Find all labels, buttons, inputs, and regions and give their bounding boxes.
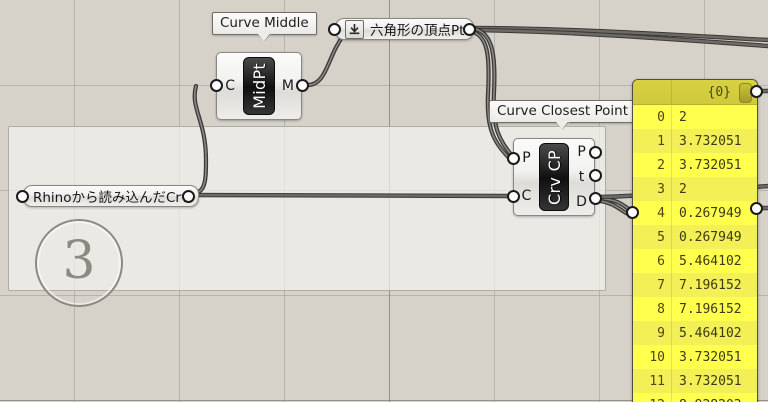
param-hexagon-vertex-pt[interactable]: 六角形の頂点Pt	[335, 18, 475, 40]
data-panel-row-index: 6	[657, 253, 665, 269]
param-hexagon-output-port[interactable]	[463, 23, 476, 36]
data-panel-row-index: 3	[657, 181, 665, 197]
callout-curve-middle-label: Curve Middle	[220, 15, 309, 31]
group-number-badge: 3	[35, 219, 123, 307]
component-crv-cp-port-C-in[interactable]	[507, 190, 520, 203]
callout-curve-closest-point: Curve Closest Point	[489, 100, 637, 130]
callout-tail	[257, 34, 272, 42]
data-panel-row-value: 2	[671, 177, 757, 201]
data-panel-row-value: 5.464102	[671, 249, 757, 273]
data-panel-row-index: 1	[657, 133, 665, 149]
component-crv-cp-input-C[interactable]: C	[521, 188, 532, 204]
data-panel-branch-label: {0}	[707, 84, 731, 100]
component-crv-cp-output-t[interactable]: t	[578, 168, 585, 185]
param-rhino-curve-label: Rhinoから読み込んだCrv	[33, 190, 189, 206]
data-panel-row-index: 10	[649, 349, 665, 365]
component-midpt-nickname-cap: MidPt	[243, 57, 275, 115]
component-crv-cp-input-P[interactable]: P	[522, 150, 531, 166]
data-panel-row-value: 7.196152	[671, 297, 757, 321]
data-panel-row[interactable]: 9 5.464102	[633, 321, 757, 345]
param-hexagon-vertex-pt-label: 六角形の頂点Pt	[370, 23, 465, 39]
component-crv-cp-port-t-out[interactable]	[589, 169, 602, 182]
component-crv-cp-output-P[interactable]: P	[577, 143, 586, 160]
data-panel-row-index: 2	[657, 157, 665, 173]
data-panel-row-index: 8	[657, 301, 665, 317]
data-panel-row[interactable]: 1 3.732051	[633, 129, 757, 153]
component-crv-cp-port-D-out[interactable]	[589, 192, 602, 205]
data-panel-row-value: 3.732051	[671, 129, 757, 153]
callout-tail	[555, 122, 570, 130]
data-panel-row[interactable]: 2 3.732051	[633, 153, 757, 177]
component-crv-cp-inputs: P C	[514, 139, 539, 215]
param-rhino-curve-output-port[interactable]	[182, 190, 195, 203]
data-panel-row-index: 11	[649, 373, 665, 389]
data-panel-row-value: 3.732051	[671, 345, 757, 369]
data-panel-row-value: 8.928203	[671, 393, 757, 402]
data-panel-output-port-top[interactable]	[750, 85, 763, 98]
component-midpt-inputs: C	[217, 53, 243, 119]
component-midpt[interactable]: C MidPt M	[216, 52, 302, 120]
data-panel-row[interactable]: 4 0.267949	[633, 201, 757, 225]
data-panel-row-value: 0.267949	[671, 201, 757, 225]
data-panel-row[interactable]: 11 3.732051	[633, 369, 757, 393]
component-crv-cp-port-P-out[interactable]	[589, 146, 602, 159]
component-crv-cp[interactable]: P C Crv CP P t D	[513, 138, 595, 216]
callout-curve-closest-point-label: Curve Closest Point	[497, 103, 629, 119]
callout-curve-middle: Curve Middle	[212, 12, 317, 42]
data-panel-row-value: 2	[671, 105, 757, 129]
data-panel-row[interactable]: 128.928203	[633, 393, 757, 402]
data-panel-row-index: 7	[657, 277, 665, 293]
data-panel-input-port[interactable]	[626, 206, 639, 219]
download-arrow-icon	[345, 19, 364, 39]
data-panel-row-index: 4	[657, 205, 665, 221]
data-panel-row[interactable]: 5 0.267949	[633, 225, 757, 249]
param-rhino-curve[interactable]: Rhinoから読み込んだCrv	[23, 185, 199, 207]
component-crv-cp-nickname: Crv CP	[544, 149, 564, 205]
data-panel-row-value: 7.196152	[671, 273, 757, 297]
data-panel-row-index: 5	[657, 229, 665, 245]
component-midpt-output-M[interactable]: M	[281, 78, 294, 94]
component-midpt-port-M[interactable]	[296, 79, 309, 92]
data-panel-row[interactable]: 6 5.464102	[633, 249, 757, 273]
component-midpt-nickname: MidPt	[249, 63, 269, 109]
data-panel-row-value: 5.464102	[671, 321, 757, 345]
data-panel-row-index: 0	[657, 109, 665, 125]
data-panel-row-index: 12	[633, 398, 671, 402]
data-panel-row[interactable]: 8 7.196152	[633, 297, 757, 321]
data-panel-row-value: 3.732051	[671, 369, 757, 393]
param-rhino-curve-input-port[interactable]	[16, 190, 29, 203]
data-panel-row-value: 3.732051	[671, 153, 757, 177]
data-panel-output-port-mid[interactable]	[750, 202, 763, 215]
component-midpt-port-C[interactable]	[210, 79, 223, 92]
data-panel-row-value: 0.267949	[671, 225, 757, 249]
component-crv-cp-port-P-in[interactable]	[507, 152, 520, 165]
component-crv-cp-nickname-cap: Crv CP	[538, 143, 570, 211]
data-panel-row[interactable]: 7 7.196152	[633, 273, 757, 297]
component-midpt-outputs: M	[275, 53, 301, 119]
component-midpt-input-C[interactable]: C	[225, 78, 235, 94]
param-hexagon-input-port[interactable]	[328, 23, 341, 36]
data-panel-row[interactable]: 10 3.732051	[633, 345, 757, 369]
component-crv-cp-outputs: P t D	[569, 139, 594, 215]
data-panel-row-index: 9	[657, 325, 665, 341]
data-panel-column-separator	[671, 80, 672, 104]
component-crv-cp-output-D[interactable]: D	[576, 194, 587, 211]
data-panel-header: {0}	[633, 80, 757, 105]
